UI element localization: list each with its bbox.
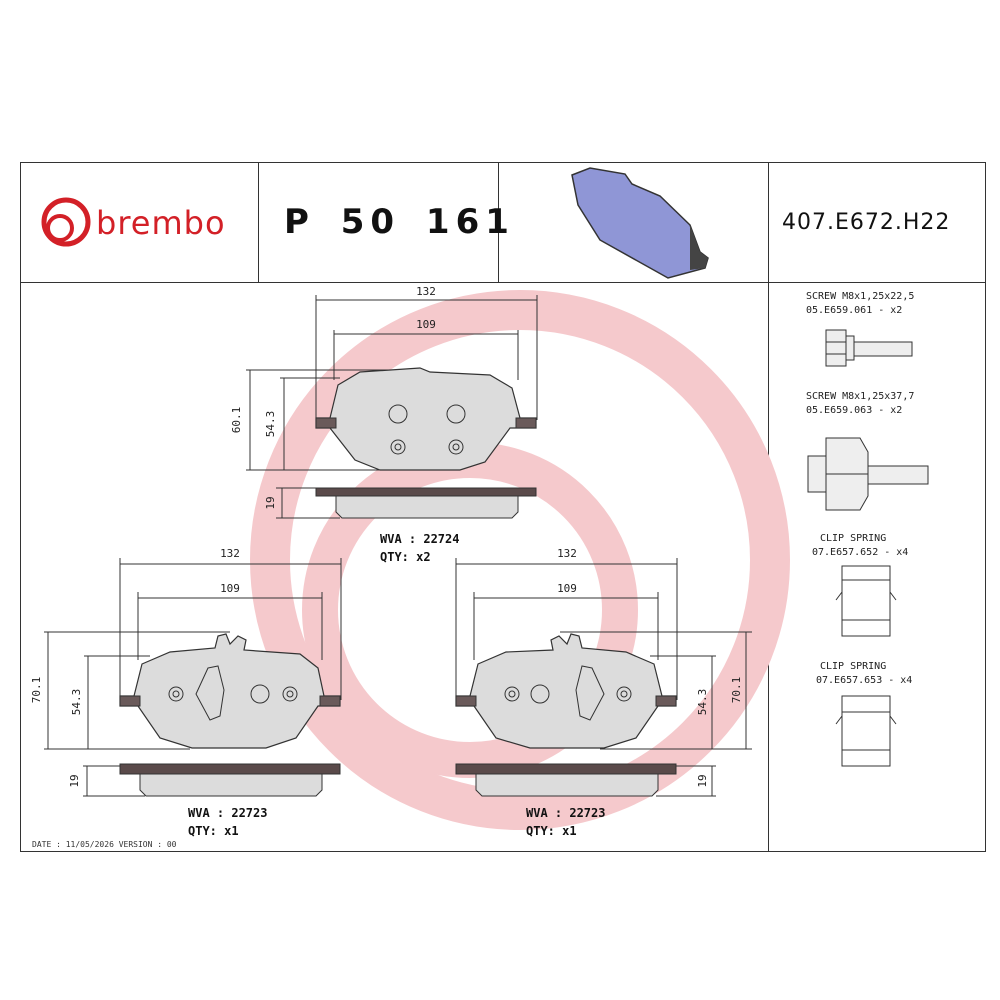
reference-code: 407.E672.H22 xyxy=(782,210,951,235)
accessory-4-name: CLIP SPRING xyxy=(820,661,887,672)
screw-short-icon xyxy=(825,329,913,367)
pad-2-drawing xyxy=(44,558,342,797)
header-sep-1 xyxy=(258,162,259,282)
pad-2-width-outer: 132 xyxy=(220,547,240,560)
pad-2-thickness: 19 xyxy=(68,774,81,787)
accessory-1-code: 05.E659.061 - x2 xyxy=(806,305,903,316)
accessory-3-code: 07.E657.652 - x4 xyxy=(812,547,909,558)
brembo-logo-icon xyxy=(41,197,91,247)
footer-date: DATE : 11/05/2026 VERSION : 00 xyxy=(32,840,177,849)
pad-1-width-inner: 109 xyxy=(416,318,436,331)
pad-3-width-outer: 132 xyxy=(557,547,577,560)
pad-1-qty: QTY: x2 xyxy=(380,550,431,564)
pad-2-wva: WVA : 22723 xyxy=(188,806,268,820)
pad-2-width-inner: 109 xyxy=(220,582,240,595)
drawing-frame xyxy=(20,162,986,852)
screw-long-icon xyxy=(807,437,929,511)
pad-1-height-inner: 54.3 xyxy=(264,411,277,438)
accessory-2-name: SCREW M8x1,25x37,7 xyxy=(806,391,915,402)
header-sep-2 xyxy=(498,162,499,282)
pad-3-drawing xyxy=(455,558,752,797)
accessory-2-code: 05.E659.063 - x2 xyxy=(806,405,903,416)
header-divider xyxy=(20,282,986,283)
pad-2-height-inner: 54.3 xyxy=(70,689,83,716)
pad-3-thickness: 19 xyxy=(696,774,709,787)
accessory-3-name: CLIP SPRING xyxy=(820,533,887,544)
pad-2-qty: QTY: x1 xyxy=(188,824,239,838)
pad-1-drawing xyxy=(246,295,538,519)
pad-1-wva: WVA : 22724 xyxy=(380,532,460,546)
pad-1-thickness: 19 xyxy=(264,496,277,509)
pad-3-qty: QTY: x1 xyxy=(526,824,577,838)
pad-2-height-outer: 70.1 xyxy=(30,677,43,704)
pad-1-height-outer: 60.1 xyxy=(230,407,243,434)
part-number: P 50 161 xyxy=(284,202,515,242)
clip-spring-2-icon xyxy=(835,695,897,767)
pad-thumbnail-icon xyxy=(571,167,709,279)
pad-3-width-inner: 109 xyxy=(557,582,577,595)
pad-1-width-outer: 132 xyxy=(416,285,436,298)
brand-name: brembo xyxy=(96,204,226,242)
pad-3-height-inner: 54.3 xyxy=(696,689,709,716)
accessory-4-code: 07.E657.653 - x4 xyxy=(816,675,913,686)
clip-spring-1-icon xyxy=(835,565,897,637)
pad-3-height-outer: 70.1 xyxy=(730,677,743,704)
accessory-1-name: SCREW M8x1,25x22,5 xyxy=(806,291,915,302)
pad-3-wva: WVA : 22723 xyxy=(526,806,606,820)
